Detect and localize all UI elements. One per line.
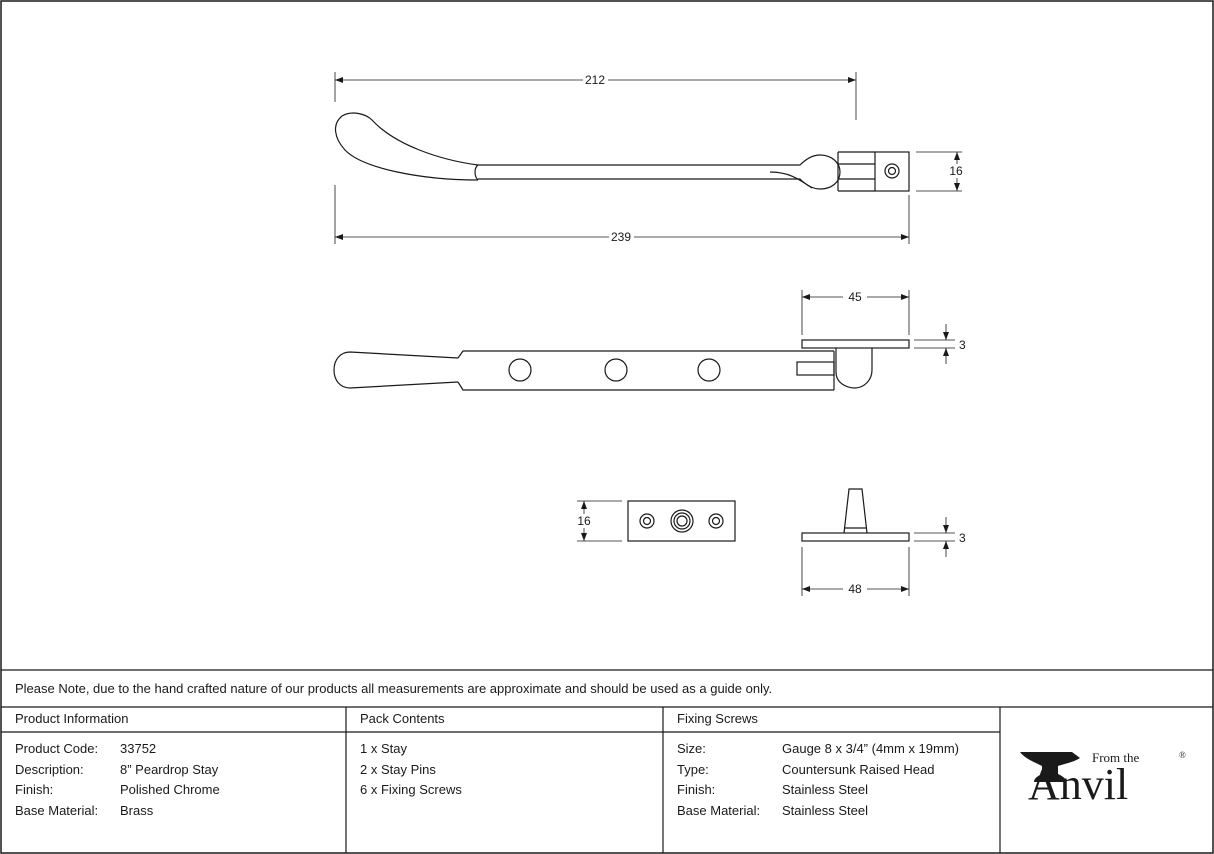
measurement-note: Please Note, due to the hand crafted nat… (15, 681, 773, 696)
dim-48-label: 48 (848, 582, 862, 596)
logo-brand-text: Anvil (1028, 760, 1128, 809)
screw-size-value: Gauge 8 x 3/4” (4mm x 19mm) (782, 741, 959, 756)
anvil-icon (1020, 752, 1080, 782)
top-view-dimensions (334, 72, 962, 244)
base-material-label: Base Material: (15, 803, 99, 818)
dim-16-top-label: 16 (949, 164, 963, 178)
dim-239-label: 239 (611, 230, 631, 244)
product-code-label: Product Code: (15, 741, 99, 756)
plate-side-dimensions (801, 517, 955, 596)
dim-16-plate-label: 16 (577, 514, 591, 528)
stay-side-view (333, 339, 910, 391)
product-code-value: 33752 (120, 741, 157, 756)
pack-item: 6 x Fixing Screws (360, 782, 462, 797)
description-value: 8” Peardrop Stay (120, 762, 219, 777)
screw-type-label: Type: (677, 762, 709, 777)
dim-3-plate-label: 3 (959, 531, 966, 545)
dim-45-label: 45 (848, 290, 862, 304)
description-label: Description: (15, 762, 84, 777)
screw-finish-label: Finish: (677, 782, 716, 797)
pin-plate-side (801, 488, 910, 542)
finish-value: Polished Chrome (120, 782, 220, 797)
screw-size-label: Size: (677, 741, 706, 756)
fixing-screws-header: Fixing Screws (677, 711, 758, 726)
finish-label: Finish: (15, 782, 54, 797)
base-material-value: Brass (120, 803, 154, 818)
pack-contents-header: Pack Contents (360, 711, 445, 726)
pack-item: 2 x Stay Pins (360, 762, 436, 777)
screw-material-label: Base Material: (677, 803, 761, 818)
logo-registered-mark: ® (1179, 750, 1186, 760)
product-info-header: Product Information (15, 711, 129, 726)
logo-from-text: From the (1092, 750, 1140, 765)
title-block-grid (1, 669, 1213, 853)
pack-item: 1 x Stay (360, 741, 407, 756)
dim-3-side-label: 3 (959, 338, 966, 352)
screw-type-value: Countersunk Raised Head (782, 762, 935, 777)
screw-material-value: Stainless Steel (782, 803, 868, 818)
pin-plate-plan (627, 500, 736, 542)
dim-212-label: 212 (585, 73, 605, 87)
screw-finish-value: Stainless Steel (782, 782, 868, 797)
anvil-logo: From the ® Anvil (1020, 750, 1186, 809)
stay-top-view (335, 112, 910, 192)
side-view-dimensions (801, 290, 955, 364)
